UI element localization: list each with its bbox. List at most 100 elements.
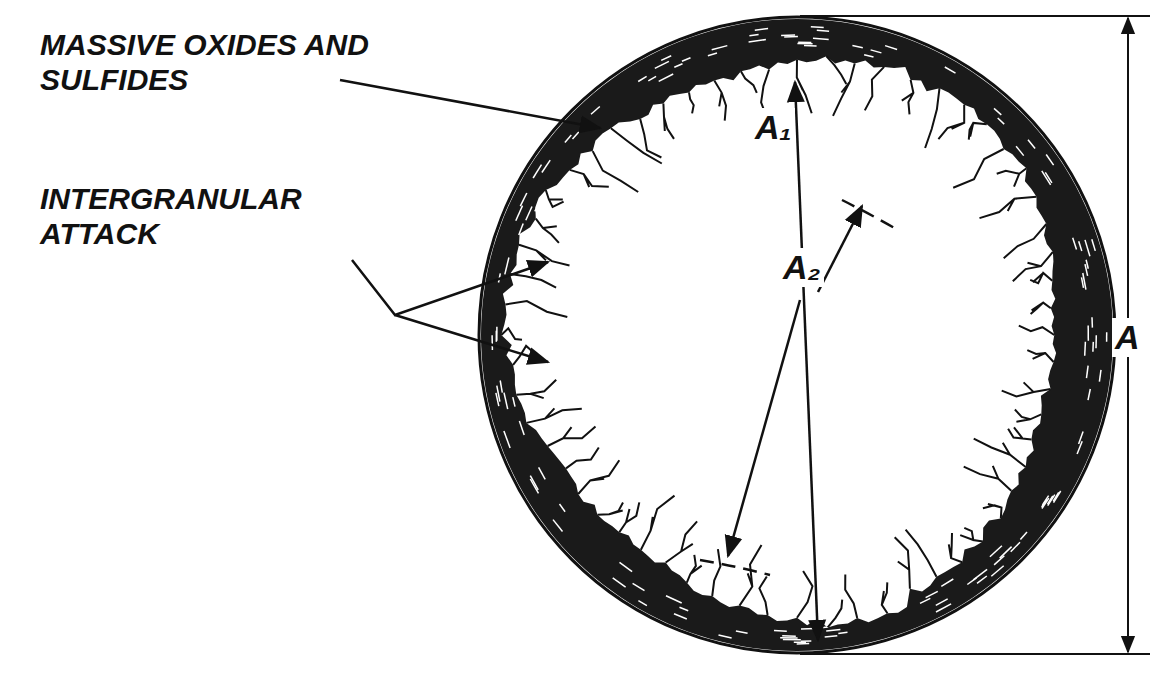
oxide-streak xyxy=(1028,140,1035,149)
oxide-streak xyxy=(661,56,671,61)
oxide-streak xyxy=(749,35,758,36)
oxide-streak xyxy=(774,630,787,632)
oxide-streak xyxy=(638,76,646,81)
oxide-streak xyxy=(998,118,1005,124)
oxide-streak xyxy=(504,431,510,448)
oxide-streak xyxy=(620,562,633,571)
crack xyxy=(797,60,812,114)
leader-lines xyxy=(340,80,600,362)
crack xyxy=(1030,273,1052,283)
oxide-streak xyxy=(526,207,532,221)
crack xyxy=(949,533,962,562)
oxide-streak xyxy=(1087,366,1089,379)
oxide-streak xyxy=(1073,238,1077,250)
oxide-streak xyxy=(817,627,828,628)
crack xyxy=(526,408,581,423)
oxide-streak xyxy=(533,165,541,178)
crack xyxy=(980,197,1037,218)
crack xyxy=(974,439,1026,467)
crack xyxy=(741,71,757,93)
oxide-streak xyxy=(553,520,563,532)
crack xyxy=(611,128,662,163)
oxide-streak xyxy=(797,43,812,45)
oxide-band xyxy=(481,19,1113,651)
crack xyxy=(516,380,556,398)
oxide-streak xyxy=(535,203,539,211)
oxide-streak xyxy=(783,639,801,641)
crack xyxy=(1008,427,1031,439)
oxide-streak xyxy=(497,386,500,402)
oxide-streak xyxy=(1020,532,1027,540)
intergranular-cracks xyxy=(501,56,1054,627)
crack xyxy=(712,549,720,596)
oxide-streak xyxy=(977,576,987,583)
crack xyxy=(1027,350,1053,362)
oxide-streak xyxy=(1087,326,1089,341)
oxide-streak xyxy=(797,643,810,645)
oxide-streak xyxy=(926,591,938,597)
oxide-streak xyxy=(1084,342,1086,356)
oxide-streak xyxy=(1085,240,1090,256)
oxide-streak xyxy=(885,46,897,50)
oxide-streak xyxy=(1042,171,1051,185)
crack xyxy=(925,88,939,148)
oxide-streak xyxy=(519,421,524,435)
crack xyxy=(865,67,884,111)
oxide-streak xyxy=(749,40,766,42)
oxide-ring xyxy=(481,19,1113,651)
oxide-streak xyxy=(520,193,527,206)
oxide-streak xyxy=(573,132,579,139)
outer-surface xyxy=(479,17,1115,653)
dimension-a xyxy=(800,16,1150,654)
crack xyxy=(902,80,914,115)
oxide-streak xyxy=(941,579,953,586)
crack xyxy=(759,577,767,616)
crack xyxy=(578,460,619,494)
oxide-streak xyxy=(994,556,1004,565)
oxide-streak xyxy=(852,46,862,48)
oxide-streak xyxy=(500,381,502,393)
oxide-streak xyxy=(680,607,689,611)
crack xyxy=(895,537,910,588)
crack xyxy=(714,80,726,120)
oxide-streak xyxy=(674,614,687,619)
crack xyxy=(1015,410,1041,422)
oxide-streak xyxy=(1042,499,1047,507)
oxide-streak xyxy=(936,604,951,612)
oxide-streak xyxy=(781,34,795,36)
oxide-streak xyxy=(838,632,847,633)
oxide-streak xyxy=(513,397,515,406)
crack xyxy=(960,528,983,542)
oxide-streak xyxy=(1106,332,1108,342)
oxide-streak xyxy=(945,67,956,73)
dimension-label: A₁ xyxy=(752,108,795,147)
oxide-streak xyxy=(817,30,829,31)
oxide-streak xyxy=(804,45,817,47)
crack xyxy=(593,151,639,192)
crack xyxy=(597,503,623,515)
oxide-streak xyxy=(1000,547,1012,559)
oxide-streak xyxy=(530,479,538,493)
oxide-streak xyxy=(560,504,566,512)
oxide-streak xyxy=(1085,264,1088,276)
oxide-streak xyxy=(539,467,546,479)
oxide-streak xyxy=(871,50,882,53)
crack xyxy=(687,555,702,583)
crack xyxy=(828,600,843,628)
crack xyxy=(640,119,661,157)
oxide-streak xyxy=(1082,277,1084,288)
oxide-streak xyxy=(613,578,626,587)
oxide-streak xyxy=(1077,441,1082,454)
oxide-streak xyxy=(491,335,493,350)
callout-label: MASSIVE OXIDES AND SULFIDES xyxy=(40,28,380,97)
crack xyxy=(983,504,1002,519)
oxide-streak xyxy=(638,601,647,606)
crack xyxy=(938,105,964,139)
crack xyxy=(689,92,694,113)
oxide-streak xyxy=(784,36,798,38)
oxide-streak xyxy=(648,76,656,80)
dimension-label: A xyxy=(1112,318,1143,357)
oxide-streak xyxy=(801,640,812,642)
oxide-streak xyxy=(755,29,768,31)
callout-label: INTERGRANULAR ATTACK xyxy=(40,182,360,251)
